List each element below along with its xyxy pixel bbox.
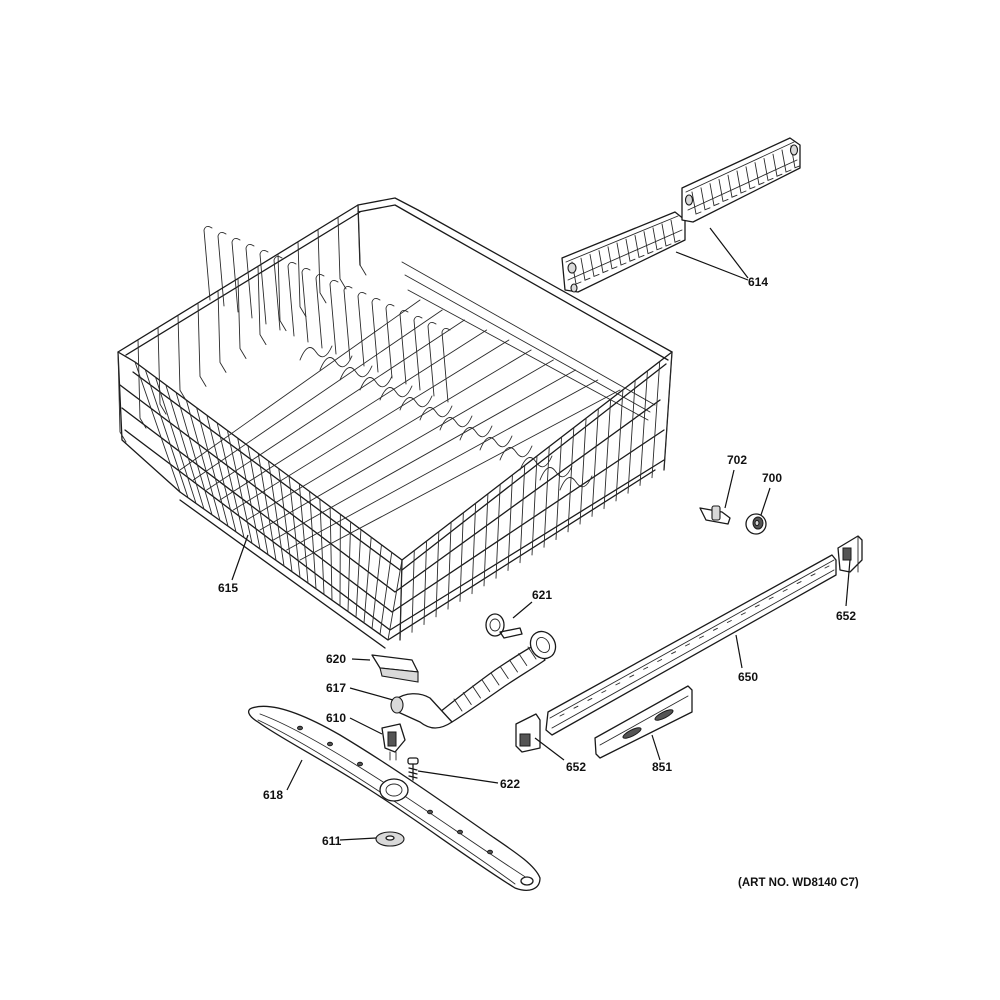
part-611-washer[interactable] <box>375 831 405 847</box>
part-621-clip[interactable] <box>485 613 523 639</box>
callout-610: 610 <box>326 711 346 725</box>
callout-620: 620 <box>326 652 346 666</box>
rail-end-cap-left[interactable] <box>515 713 541 753</box>
water-supply-tube[interactable] <box>390 627 560 729</box>
callout-614: 614 <box>748 275 768 289</box>
callout-650: 650 <box>738 670 758 684</box>
leader-lines <box>231 227 851 841</box>
callout-851: 851 <box>652 760 672 774</box>
art-number: (ART NO. WD8140 C7) <box>738 877 859 889</box>
callout-700: 700 <box>762 471 782 485</box>
callout-702: 702 <box>727 453 747 467</box>
callout-617: 617 <box>326 681 346 695</box>
callout-652-right: 652 <box>836 609 856 623</box>
part-700-wheel[interactable] <box>745 513 767 535</box>
callout-621: 621 <box>532 588 552 602</box>
upper-rack[interactable] <box>117 197 673 649</box>
tine-row-left[interactable] <box>561 211 686 293</box>
tine-row-right[interactable] <box>681 137 801 223</box>
callout-615: 615 <box>218 581 238 595</box>
callout-611: 611 <box>322 834 342 848</box>
part-620-cover[interactable] <box>371 654 419 683</box>
spray-arm[interactable] <box>247 705 541 891</box>
rail-end-cap-right[interactable] <box>837 535 863 573</box>
rail-bracket[interactable] <box>594 685 693 759</box>
callout-622: 622 <box>500 777 520 791</box>
callout-652-left: 652 <box>566 760 586 774</box>
part-702-clip[interactable] <box>699 505 731 525</box>
part-610-bearing[interactable] <box>381 723 406 761</box>
callout-618: 618 <box>263 788 283 802</box>
part-622-screw[interactable] <box>407 757 419 781</box>
rack-rail[interactable] <box>545 554 837 736</box>
